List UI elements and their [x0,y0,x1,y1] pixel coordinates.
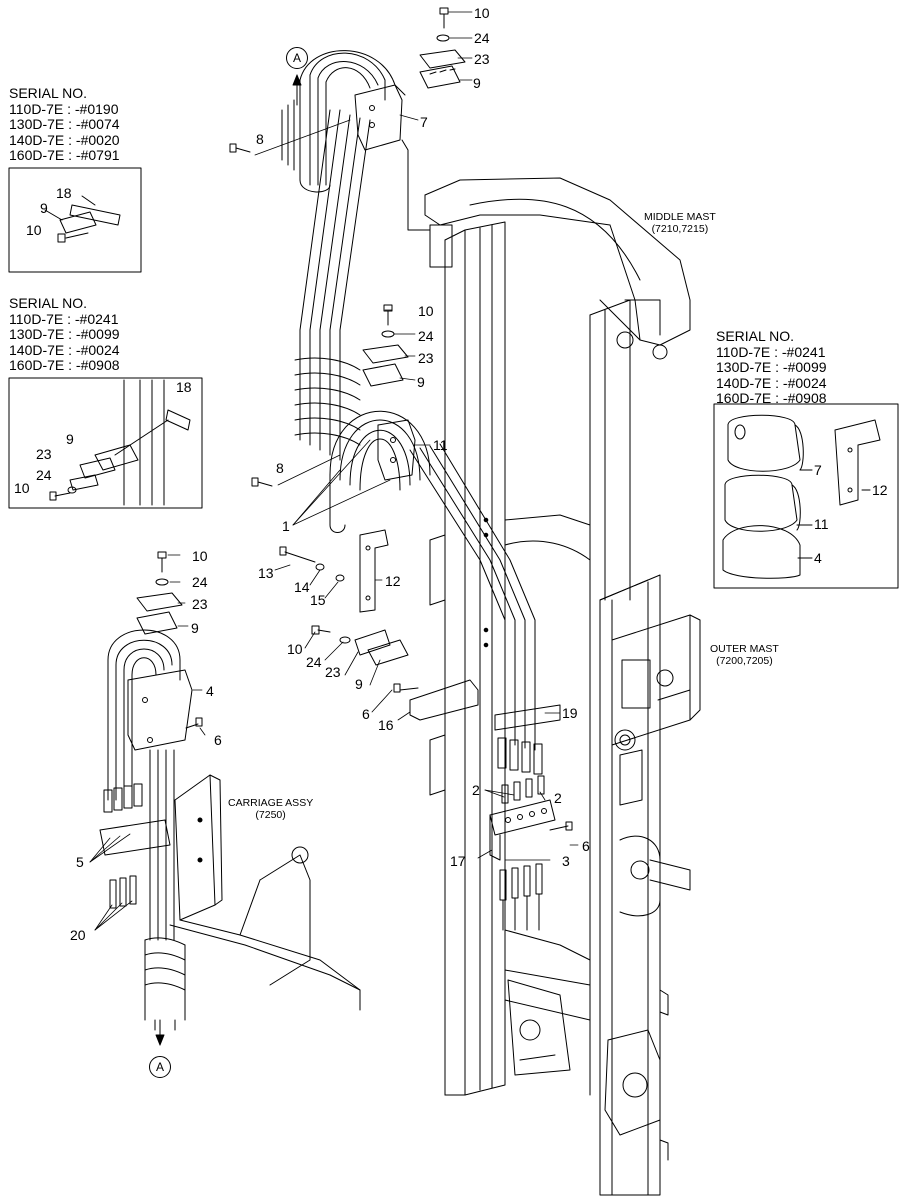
serial-heading: SERIAL NO. [9,295,88,311]
marker-a-top: A [286,47,308,69]
outer-mast-title: OUTER MAST (7200,7205) [710,643,779,667]
serial-block-1: SERIAL NO. 110D-7E : -#0190 130D-7E : -#… [9,85,120,164]
detail-callout-18: 18 [56,185,72,201]
callout-24: 24 [192,574,208,590]
serial-line: 140D-7E : -#0024 [716,374,827,391]
serial-line: 130D-7E : -#0074 [9,116,120,132]
callout-23: 23 [418,350,434,366]
callout-10: 10 [287,641,303,657]
callout-6: 6 [582,838,590,854]
upper-hose-group [281,50,431,461]
callout-24: 24 [306,654,322,670]
detail-callout-24: 24 [36,467,52,483]
callout-17: 17 [450,853,466,869]
callout-19: 19 [562,705,578,721]
callout-9: 9 [191,620,199,636]
detail-callout-9: 9 [40,200,48,216]
carriage-code: (7250) [255,809,286,821]
serial-line: 160D-7E : -#0908 [716,390,827,406]
middle-mast-drawing [424,177,691,1096]
serial-line: 110D-7E : -#0241 [716,343,826,360]
outer-mast-code: (7200,7205) [716,655,773,667]
carriage-drawing [169,774,361,1011]
detail-callout-18: 18 [176,379,192,395]
callout-20: 20 [70,927,86,943]
carriage-title: CARRIAGE ASSY (7250) [228,797,313,821]
left-hose-group [99,629,193,1031]
middle-mast-title: MIDDLE MAST (7210,7215) [644,211,716,235]
serial-line: 130D-7E : -#0099 [716,359,827,375]
callout-8: 8 [256,131,264,147]
outer-mast-name: OUTER MAST [710,643,779,655]
serial-block-3: SERIAL NO. 110D-7E : -#0241 130D-7E : -#… [716,328,827,407]
outer-mast-drawing [599,574,701,1196]
callout-2: 2 [472,782,480,798]
serial-line: 160D-7E : -#0791 [9,147,120,163]
serial-heading: SERIAL NO. [716,328,795,344]
callout-23: 23 [474,51,490,67]
carriage-name: CARRIAGE ASSY [228,797,314,809]
serial-line: 160D-7E : -#0908 [9,357,120,373]
serial-line: 130D-7E : -#0099 [9,326,120,342]
serial-heading: SERIAL NO. [9,85,88,101]
callout-7: 7 [420,114,428,130]
callout-9: 9 [417,374,425,390]
callout-11: 11 [433,437,448,453]
detail-callout-7: 7 [814,462,822,478]
callout-13: 13 [258,565,274,581]
middle-mast-name: MIDDLE MAST [644,211,716,223]
detail-callout-9: 9 [66,431,74,447]
detail-callout-4: 4 [814,550,822,566]
callout-4: 4 [206,683,214,699]
callout-10: 10 [474,5,490,21]
callout-23: 23 [192,596,208,612]
detail-callout-10: 10 [26,222,42,238]
callout-6: 6 [214,732,222,748]
callout-9: 9 [355,676,363,692]
serial-line: 110D-7E : -#0190 [9,100,119,117]
callout-14: 14 [294,579,310,595]
detail-callout-23: 23 [36,446,52,462]
marker-a-bottom: A [149,1056,171,1078]
serial-block-2: SERIAL NO. 110D-7E : -#0241 130D-7E : -#… [9,295,120,374]
hardware-stacks [136,7,479,729]
detail-callout-12: 12 [872,482,888,498]
leader-lines [89,11,579,931]
callout-10: 10 [192,548,208,564]
callout-24: 24 [418,328,434,344]
detail-box-3 [713,403,899,589]
detail-callout-11: 11 [814,516,829,532]
callout-2: 2 [554,790,562,806]
callout-6: 6 [362,706,370,722]
callout-12: 12 [385,573,401,589]
callout-10: 10 [418,303,434,319]
callout-23: 23 [325,664,341,680]
serial-line: 140D-7E : -#0024 [9,341,120,358]
detail-callout-10: 10 [14,480,30,496]
callout-16: 16 [378,717,394,733]
lower-fitting-group [489,704,573,931]
arrows [155,74,302,1046]
detail-box-1 [8,167,142,273]
callout-5: 5 [76,854,84,870]
callout-24: 24 [474,30,490,46]
callout-1: 1 [282,518,290,534]
detail-box-2 [8,377,203,509]
serial-line: 140D-7E : -#0020 [9,131,120,148]
middle-hose-group [329,410,536,751]
middle-mast-code: (7210,7215) [651,223,709,235]
callout-9: 9 [473,75,481,91]
serial-line: 110D-7E : -#0241 [9,310,119,327]
callout-8: 8 [276,460,284,476]
callout-15: 15 [310,592,326,608]
callout-3: 3 [562,853,570,869]
